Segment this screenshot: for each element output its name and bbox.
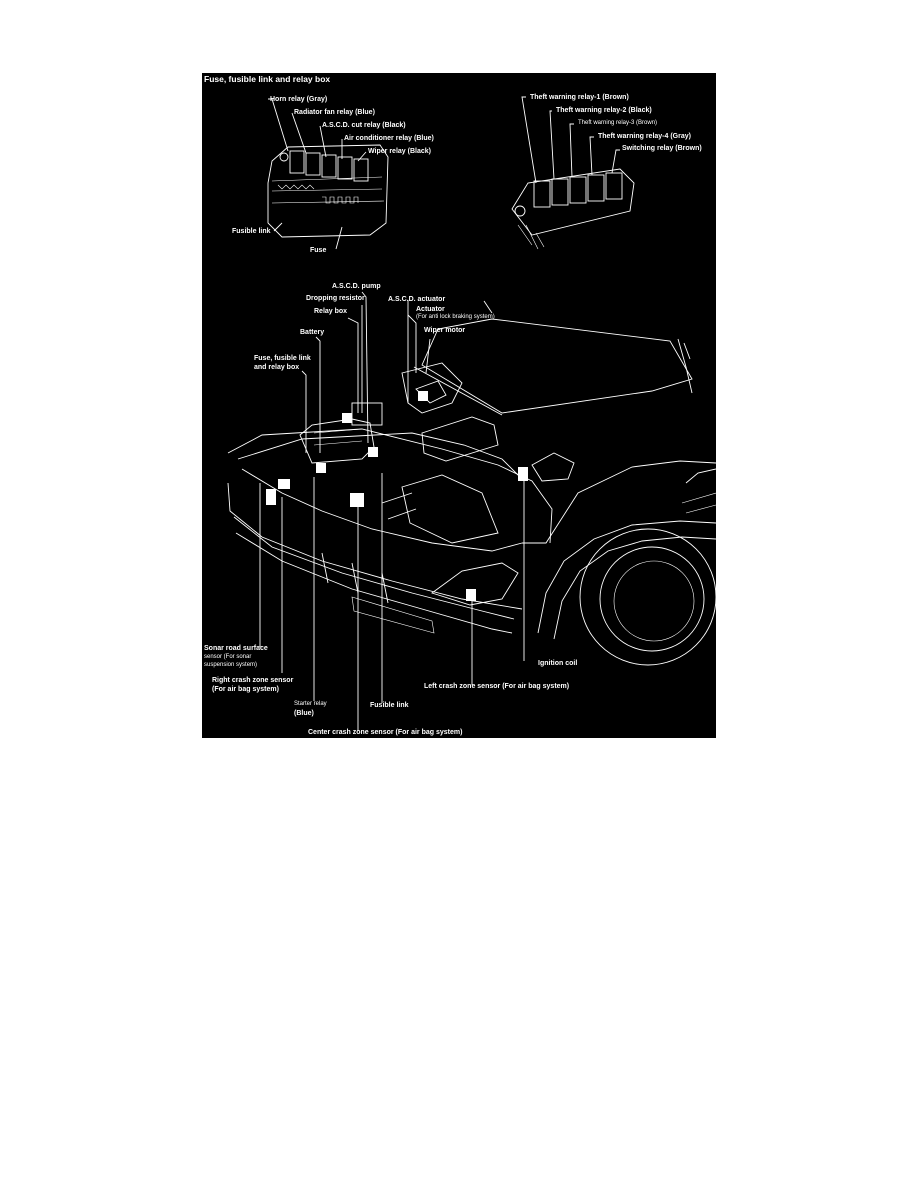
label-fuse-box-line2: and relay box	[254, 364, 300, 371]
label-right-crash-line2: (For air bag system)	[212, 686, 279, 693]
label-air-conditioner-relay: Air conditioner relay (Blue)	[344, 135, 434, 142]
label-theft-relay-4: Theft warning relay-4 (Gray)	[598, 133, 691, 140]
label-sonar-line1: Sonar road surface	[204, 645, 268, 652]
label-theft-relay-1: Theft warning relay-1 (Brown)	[530, 94, 629, 101]
label-fuse-box-line1: Fuse, fusible link	[254, 355, 311, 362]
label-starter-relay-line1: Starter relay	[294, 701, 327, 707]
label-relay-box: Relay box	[314, 308, 348, 315]
label-ascd-pump: A.S.C.D. pump	[332, 283, 381, 290]
label-right-crash-line1: Right crash zone sensor	[212, 677, 294, 684]
car-body-drawing	[227, 318, 716, 666]
label-wiper-relay: Wiper relay (Black)	[368, 148, 431, 155]
diagram-title: Fuse, fusible link and relay box	[204, 74, 331, 84]
label-battery: Battery	[300, 329, 325, 336]
label-theft-relay-2: Theft warning relay-2 (Black)	[556, 107, 652, 114]
label-center-crash: Center crash zone sensor (For air bag sy…	[308, 729, 463, 736]
theft-relay-box-drawing	[511, 168, 635, 250]
label-horn-relay: Horn relay (Gray)	[270, 96, 328, 103]
label-fusible-link-bottom: Fusible link	[370, 702, 409, 709]
label-ascd-cut-relay: A.S.C.D. cut relay (Black)	[322, 122, 406, 129]
label-actuator-note: (For anti lock braking system)	[416, 314, 495, 320]
label-switching-relay: Switching relay (Brown)	[622, 145, 702, 152]
diagram-panel: Fuse, fusible link and relay box Horn re…	[202, 73, 716, 738]
label-theft-relay-3: Theft warning relay-3 (Brown)	[578, 120, 658, 126]
label-ignition-coil: Ignition coil	[538, 660, 578, 667]
label-dropping-resistor: Dropping resistor	[306, 295, 365, 302]
label-radiator-fan-relay: Radiator fan relay (Blue)	[294, 109, 375, 116]
label-sonar-line3: suspension system)	[204, 662, 258, 668]
label-actuator: Actuator	[416, 306, 445, 313]
engine-bay-illustration	[227, 96, 716, 731]
label-starter-relay-line2: (Blue)	[294, 710, 314, 717]
fuse-relay-box-drawing	[267, 144, 389, 238]
label-ascd-actuator: A.S.C.D. actuator	[388, 296, 446, 303]
label-left-crash: Left crash zone sensor (For air bag syst…	[424, 683, 570, 690]
label-sonar-line2: sensor (For sonar	[204, 654, 252, 660]
label-fusible-link-top: Fusible link	[232, 228, 271, 235]
label-wiper-motor: Wiper motor	[424, 327, 466, 334]
label-fuse: Fuse	[310, 247, 327, 254]
